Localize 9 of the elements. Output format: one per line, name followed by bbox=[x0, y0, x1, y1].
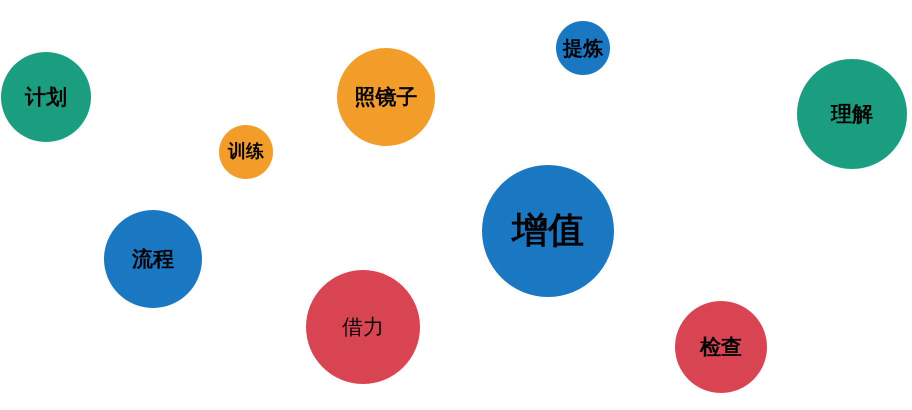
bubble-label: 检查 bbox=[700, 336, 742, 358]
bubble-label: 流程 bbox=[132, 248, 174, 270]
bubble-label: 计划 bbox=[25, 86, 67, 108]
bubble-label: 增值 bbox=[512, 213, 584, 249]
bubble-label: 借力 bbox=[342, 316, 384, 338]
bubble-label: 训练 bbox=[228, 143, 264, 161]
bubble-label: 理解 bbox=[831, 104, 873, 124]
bubble-label: 提炼 bbox=[563, 38, 603, 58]
bubble-label: 照镜子 bbox=[354, 86, 418, 108]
